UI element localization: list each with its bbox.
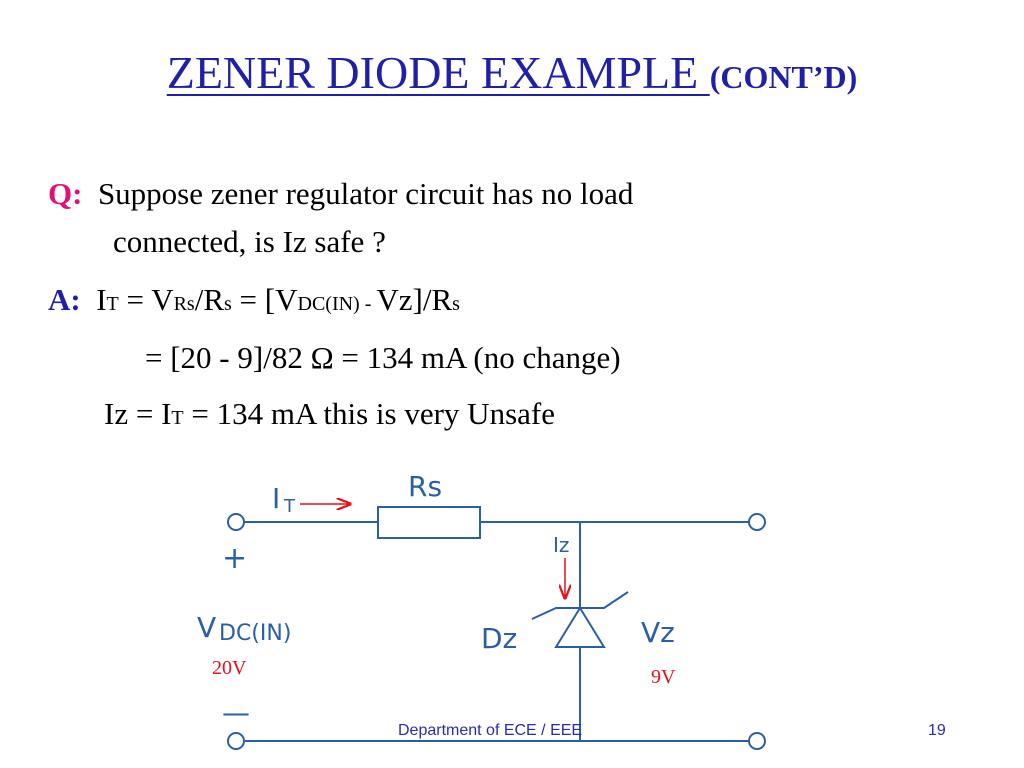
vdc-value: 20V <box>212 657 247 679</box>
rs-label: Rs <box>408 470 442 503</box>
eq1-eq-v: = V <box>118 282 174 317</box>
page-number: 19 <box>928 722 946 739</box>
terminal-output-top <box>748 513 766 531</box>
question-text-2: connected, is Iz safe ? <box>113 224 386 259</box>
footer-department: Department of ECE / EEE <box>398 722 583 739</box>
title-sub: (CONT’D) <box>709 59 858 95</box>
answer-line-3: Iz = IT = 134 mA this is very Unsafe <box>104 396 555 432</box>
vz-value: 9V <box>651 666 676 688</box>
dz-label: Dz <box>481 622 517 655</box>
terminal-input-top <box>227 513 245 531</box>
eq1-slash-r: /R <box>194 282 224 317</box>
eq1-eq-bracket-v: = [V <box>231 282 298 317</box>
eq1-s-sub-2: s <box>452 293 460 315</box>
vdc-label: V <box>197 611 216 644</box>
eq1-i: I <box>96 282 107 317</box>
answer-line-1: A: IT = VRs/Rs = [VDC(IN) - Vz]/Rs <box>48 282 460 318</box>
minus-sign: — <box>222 696 250 729</box>
answer-line-2: = [20 - 9]/82 Ω = 134 mA (no change) <box>145 340 621 375</box>
it-label: I <box>272 482 280 515</box>
eq1-rs-sub: Rs <box>173 293 195 315</box>
eq3-iz-eq: Iz = I <box>104 396 172 431</box>
vdc-sub-label: DC(IN) <box>219 621 291 646</box>
question-text-1: Suppose zener regulator circuit has no l… <box>97 176 634 211</box>
iz-label: Iz <box>553 533 569 557</box>
eq3-rest: = 134 mA this is very Unsafe <box>183 396 555 431</box>
title-main: ZENER DIODE EXAMPLE <box>166 47 710 98</box>
question-line-2: connected, is Iz safe ? <box>113 224 386 260</box>
question-label: Q: <box>48 176 83 211</box>
eq1-t-sub: T <box>106 293 119 315</box>
slide-title: ZENER DIODE EXAMPLE (CONT’D) <box>0 46 1024 99</box>
zener-diode-triangle <box>554 606 606 648</box>
question-line-1: Q: Suppose zener regulator circuit has n… <box>48 176 633 212</box>
plus-sign: + <box>222 541 247 576</box>
eq3-t-sub: T <box>171 407 184 429</box>
eq1-dcin-sub: DC(IN) - <box>297 293 377 315</box>
terminal-input-bottom <box>227 732 245 750</box>
eq1-vz-close: Vz]/R <box>376 282 453 317</box>
zener-diode-bar <box>531 591 629 620</box>
terminal-output-bottom <box>748 732 766 750</box>
vz-label: Vz <box>641 616 675 649</box>
eq1-s-sub: s <box>224 293 232 315</box>
it-sub-label: T <box>283 496 296 517</box>
resistor-rs <box>377 506 481 539</box>
answer-label: A: <box>48 282 81 317</box>
